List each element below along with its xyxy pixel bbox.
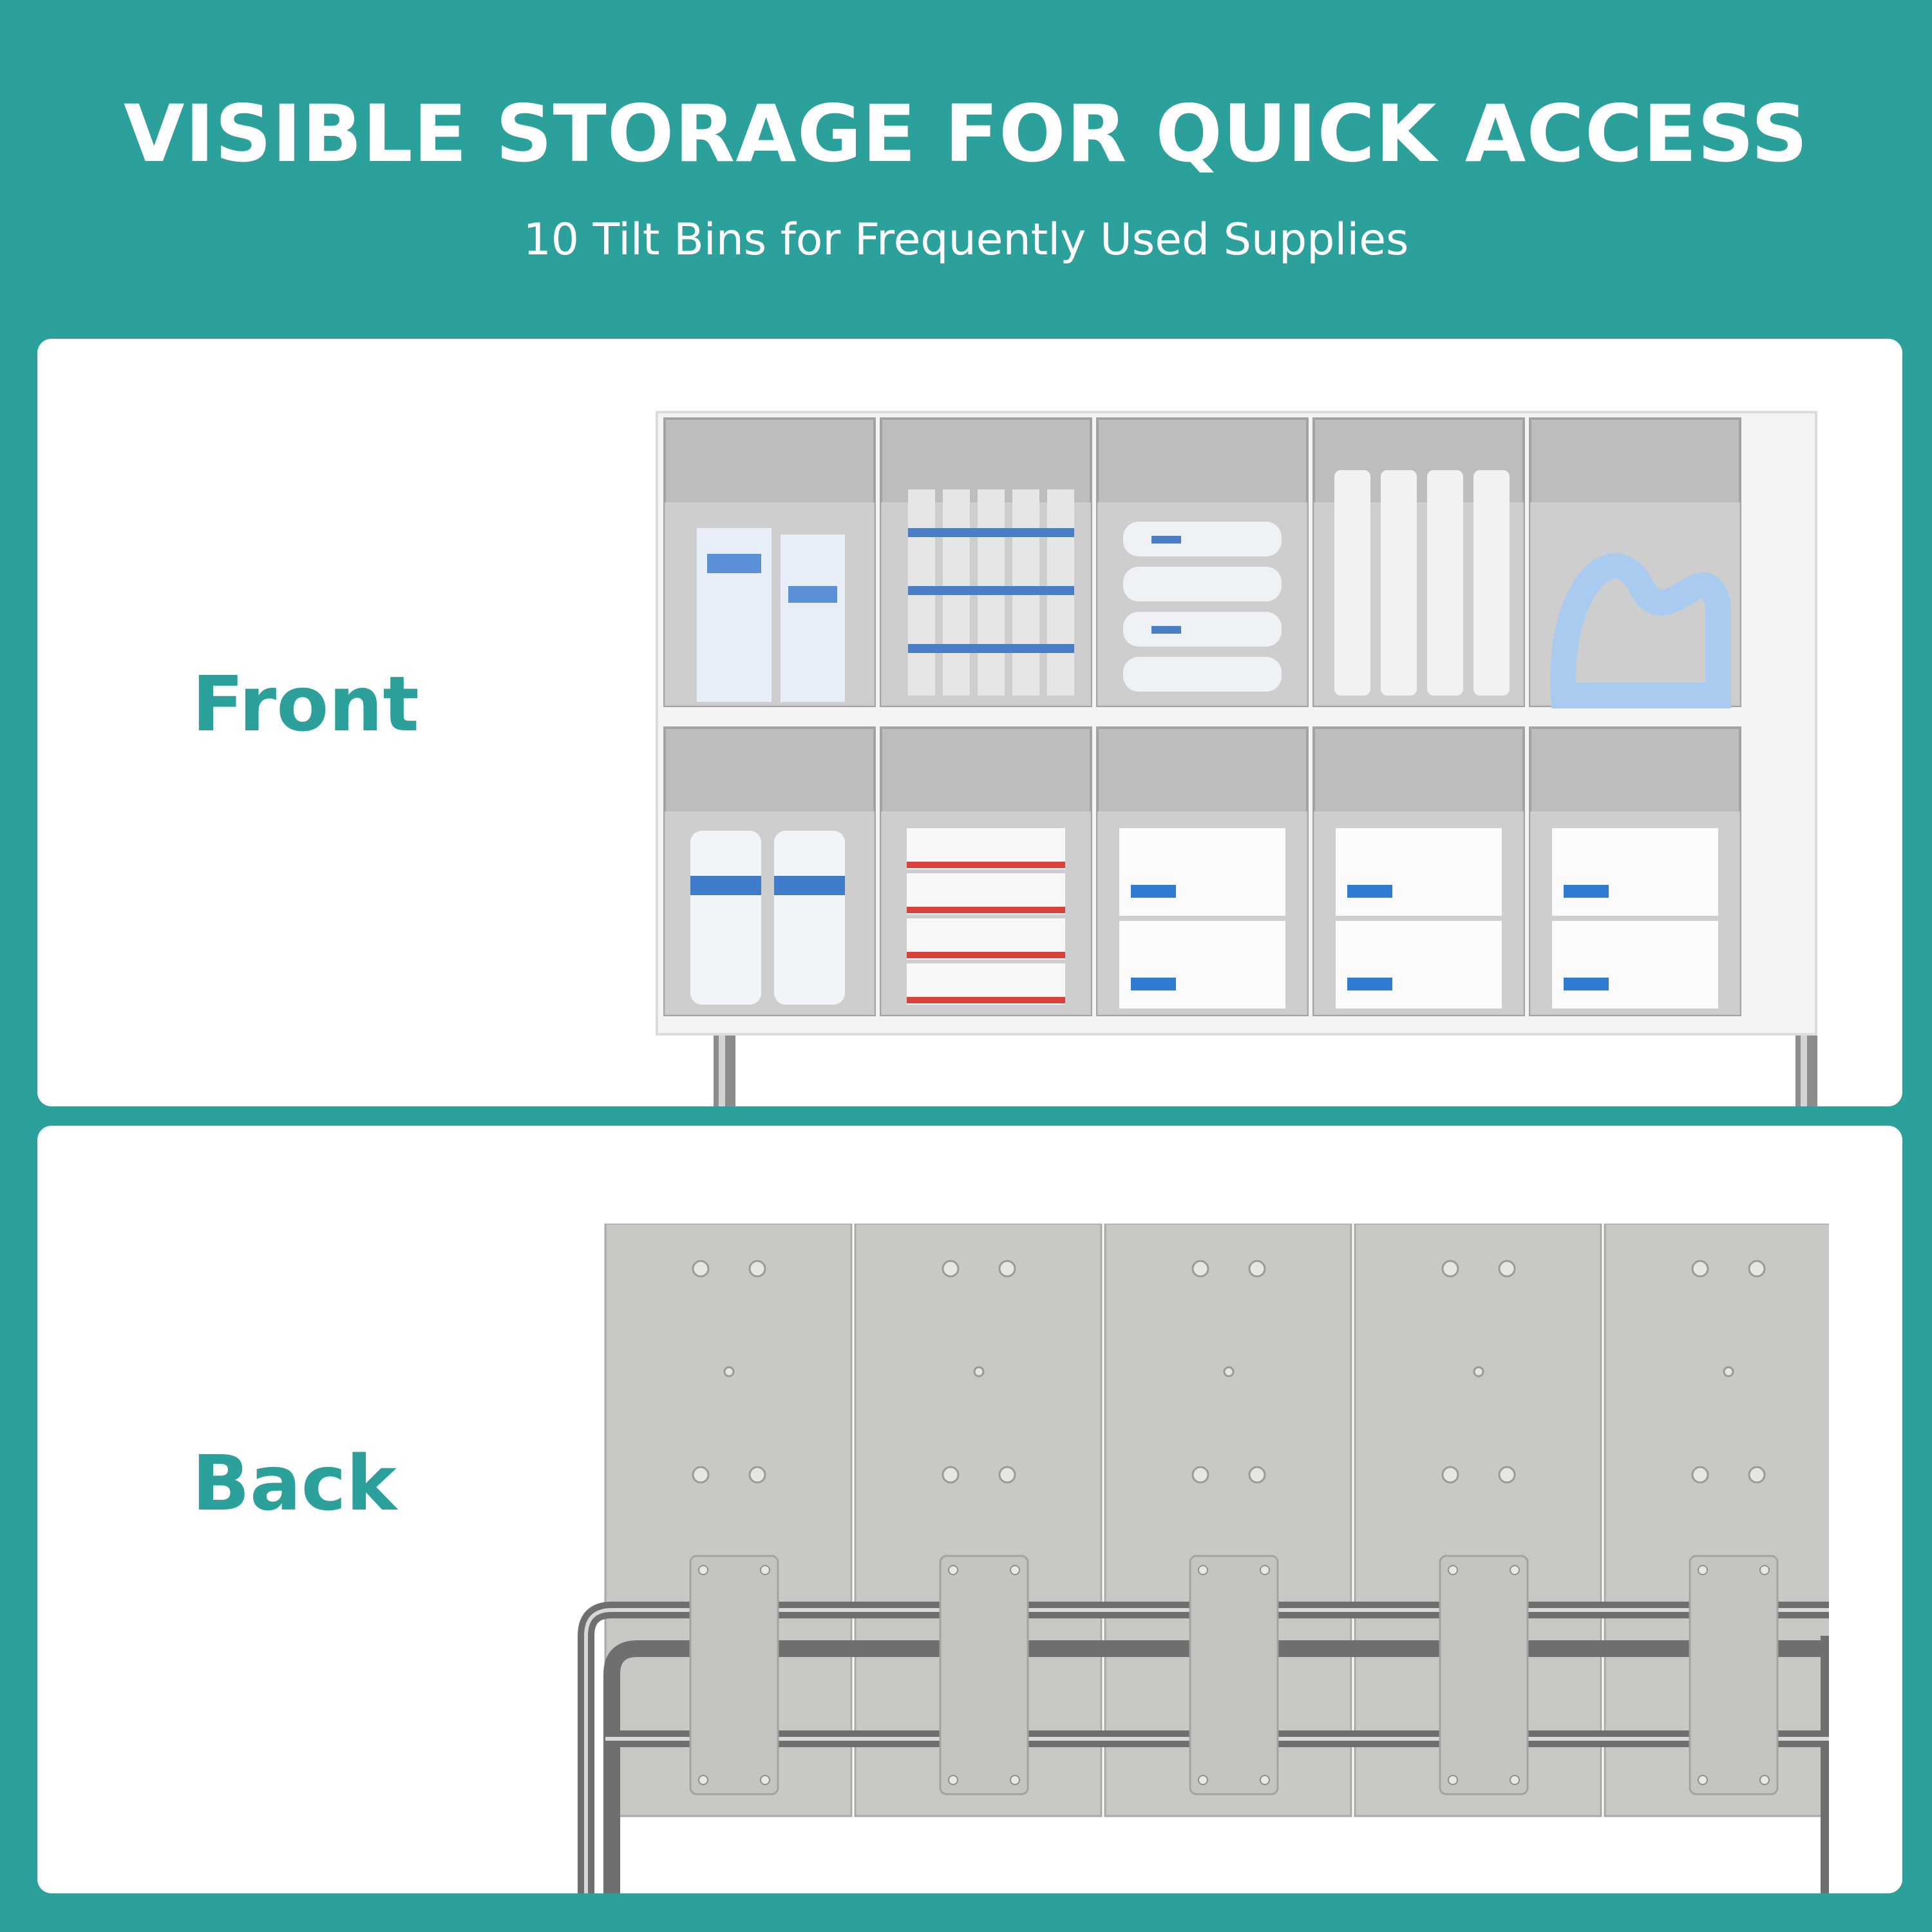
back-cabinet-illustration: [567, 1224, 1829, 1893]
front-view-panel: Front: [37, 339, 1902, 1106]
front-view-label: Front: [192, 659, 419, 748]
back-view-label: Back: [192, 1439, 397, 1528]
front-cabinet-illustration: [611, 393, 1841, 1106]
page-title: VISIBLE STORAGE FOR QUICK ACCESS: [124, 88, 1808, 180]
page-subtitle: 10 Tilt Bins for Frequently Used Supplie…: [523, 214, 1409, 265]
back-view-panel: Back: [37, 1126, 1902, 1893]
